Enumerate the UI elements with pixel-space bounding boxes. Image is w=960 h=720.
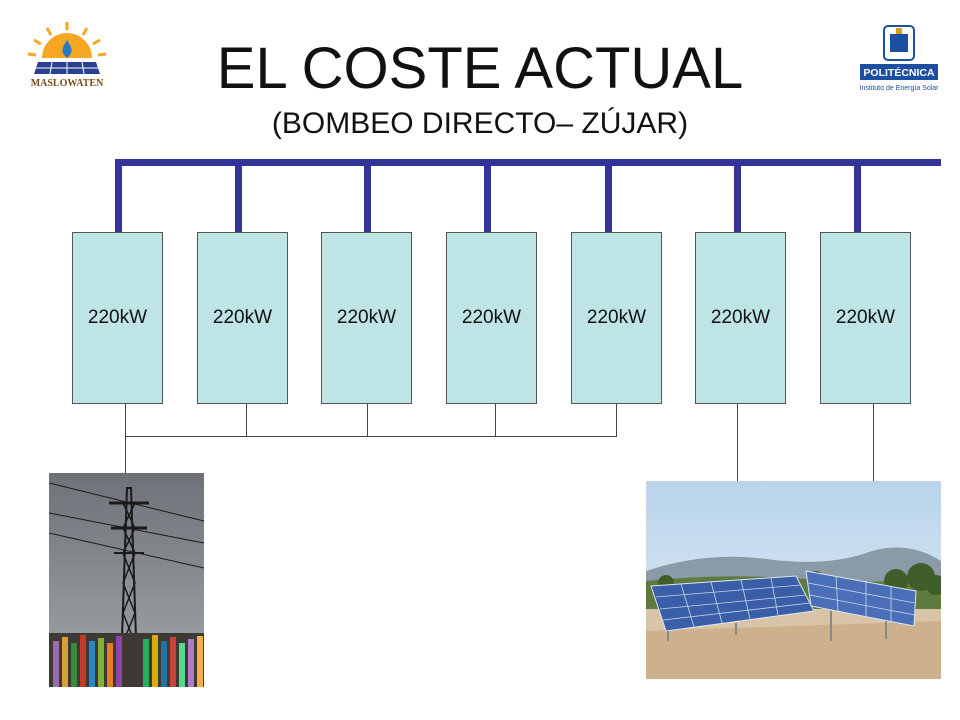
fence (49, 633, 204, 687)
bus-drop-7 (854, 159, 861, 233)
politecnica-logo: POLITÉCNICA Instituto de Energía Solar (860, 25, 940, 92)
pump-unit-label: 220kW (710, 307, 771, 328)
bus-bar (115, 159, 941, 166)
pump-unit-4: 220kW (446, 232, 537, 404)
solar-wire-6 (737, 404, 738, 482)
solar-field-photo (646, 481, 941, 679)
maslowaten-logo: MASLOWATEN (27, 22, 107, 89)
bus-drop-3 (364, 159, 371, 233)
grid-wire-5 (616, 404, 617, 437)
solar-wire-7 (873, 404, 874, 482)
pump-unit-3: 220kW (321, 232, 412, 404)
pump-unit-1: 220kW (72, 232, 163, 404)
pump-unit-label: 220kW (461, 307, 522, 328)
pump-unit-label: 220kW (835, 307, 896, 328)
politecnica-logo-subtext: Instituto de Energía Solar (860, 85, 940, 92)
maslowaten-logo-text: MASLOWATEN (31, 78, 104, 89)
pump-unit-6: 220kW (695, 232, 786, 404)
bus-drop-6 (734, 159, 741, 233)
grid-collector-wire (125, 436, 617, 437)
page-title: EL COSTE ACTUAL (216, 36, 744, 101)
power-pylon-photo (49, 473, 204, 687)
bus-drop-5 (605, 159, 612, 233)
grid-wire-2 (246, 404, 247, 437)
pump-unit-label: 220kW (87, 307, 148, 328)
pump-unit-label: 220kW (586, 307, 647, 328)
bus-drop-1 (115, 159, 122, 233)
pump-unit-7: 220kW (820, 232, 911, 404)
grid-wire-3 (367, 404, 368, 437)
grid-wire-4 (495, 404, 496, 437)
sun-icon (27, 22, 107, 58)
grid-wire-1 (125, 404, 126, 474)
bus-drop-4 (484, 159, 491, 233)
pump-unit-2: 220kW (197, 232, 288, 404)
solar-panel-array (650, 570, 917, 641)
pump-unit-label: 220kW (336, 307, 397, 328)
page-subtitle: (BOMBEO DIRECTO– ZÚJAR) (271, 107, 689, 140)
bus-drop-2 (235, 159, 242, 233)
crest-icon (883, 25, 915, 61)
politecnica-logo-text: POLITÉCNICA (863, 66, 935, 79)
pump-unit-label: 220kW (212, 307, 273, 328)
pump-unit-5: 220kW (571, 232, 662, 404)
